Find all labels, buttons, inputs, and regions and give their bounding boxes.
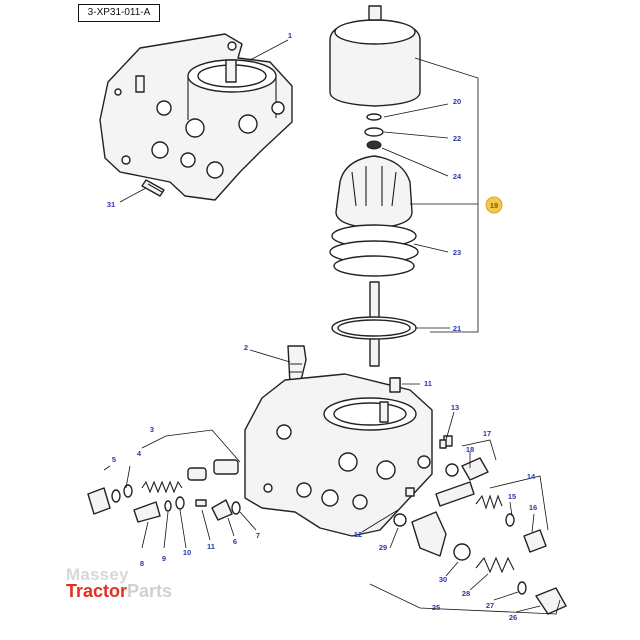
callout-6: 6 [233, 537, 237, 546]
callout-23: 23 [453, 248, 461, 257]
callout-8: 8 [140, 559, 144, 568]
callout-29: 29 [379, 543, 387, 552]
callout-28: 28 [462, 589, 470, 598]
callout-2: 2 [244, 343, 248, 352]
callout-11-lower: 11 [207, 542, 215, 551]
logo-word-parts: Parts [127, 581, 173, 601]
callout-30: 30 [439, 575, 447, 584]
plug-part [87, 484, 133, 515]
callout-labels: 1 20 22 24 19 23 21 31 2 11 13 17 18 3 5… [107, 31, 537, 622]
callout-19: 19 [490, 201, 498, 210]
callout-22: 22 [453, 134, 461, 143]
callout-13: 13 [451, 403, 459, 412]
logo-line-1: Massey [66, 565, 129, 584]
logo-word-tractor: Tractor [66, 581, 128, 601]
callout-9: 9 [162, 554, 166, 563]
fitting-part [389, 377, 489, 481]
callout-3: 3 [150, 425, 154, 434]
highlight-marker [485, 196, 503, 214]
spring-part [141, 459, 239, 494]
lower-brackets [141, 429, 561, 615]
upper-housing-part [99, 33, 293, 201]
callout-18: 18 [466, 445, 474, 454]
center-tube-part [331, 281, 417, 367]
callout-21: 21 [453, 324, 461, 333]
bolt-part [141, 179, 165, 197]
piston-part [435, 481, 547, 553]
group-bracket [410, 57, 479, 333]
callout-12: 12 [354, 530, 362, 539]
reference-code-box: 3-XP31-011-A [78, 4, 160, 22]
callout-26: 26 [509, 613, 517, 622]
callout-11: 11 [424, 379, 432, 388]
callout-27: 27 [486, 601, 494, 610]
callout-31: 31 [107, 200, 115, 209]
callout-7: 7 [256, 531, 260, 540]
plug-part [133, 496, 241, 523]
callout-5: 5 [112, 455, 116, 464]
callout-20: 20 [453, 97, 461, 106]
leader-lines [103, 39, 541, 613]
callout-1: 1 [288, 31, 292, 40]
callout-24: 24 [453, 172, 462, 181]
small-pin-part [405, 439, 447, 497]
callout-25: 25 [432, 603, 440, 612]
callout-16: 16 [529, 503, 537, 512]
logo-line-2: TractorParts [66, 581, 173, 601]
callout-4: 4 [137, 449, 142, 458]
seal-ring-part [364, 113, 384, 150]
callout-15: 15 [508, 492, 516, 501]
callout-10: 10 [183, 548, 191, 557]
callout-17: 17 [483, 429, 491, 438]
hollow-bolt-part [287, 345, 307, 385]
callout-14: 14 [527, 472, 536, 481]
filter-element-part [329, 155, 419, 277]
filter-canister-part [329, 5, 421, 107]
spool-part [393, 511, 567, 615]
brand-logo: Massey TractorParts [66, 566, 172, 601]
valve-body-part [244, 373, 433, 537]
